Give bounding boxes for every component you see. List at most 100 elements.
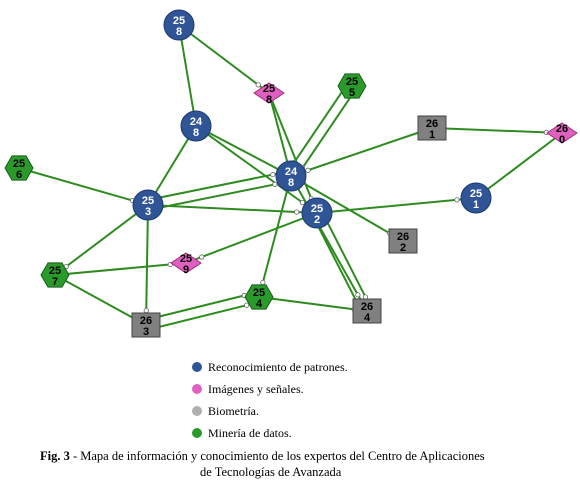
edge-263-254	[146, 300, 261, 331]
imagenes-node-diamond	[546, 122, 578, 144]
node-label-bottom: 1	[473, 199, 479, 211]
node-label-top: 25	[263, 83, 275, 95]
edge-253-257	[54, 204, 149, 276]
caption-line-2: de Tecnologías de Avanzada	[200, 465, 342, 479]
edge-260-251	[475, 132, 563, 199]
legend-label-patrones: Reconocimiento de patrones.	[208, 360, 348, 374]
edge-257-259	[54, 262, 187, 276]
node-mineria-254: 254	[244, 284, 274, 310]
mineria-node-hexagon	[337, 73, 367, 99]
edge-253-248c	[148, 179, 293, 211]
node-label-top: 25	[13, 158, 25, 170]
node-label-top: 25	[346, 76, 358, 88]
edge-258a-248b	[178, 24, 197, 127]
node-label-bottom: 0	[559, 134, 565, 146]
legend-marker-mineria	[192, 428, 202, 438]
edge-endpoint	[305, 167, 311, 173]
node-label-top: 25	[470, 188, 482, 200]
patrones-node-circle	[163, 9, 195, 41]
node-label-top: 26	[426, 118, 438, 130]
node-label-top: 25	[253, 287, 265, 299]
biometria-node-square	[352, 298, 382, 324]
node-biometria-263: 263	[131, 312, 161, 338]
node-biometria-262: 262	[388, 228, 418, 254]
node-label-bottom: 8	[288, 177, 294, 189]
node-label-top: 25	[142, 195, 154, 207]
node-label-top: 26	[397, 231, 409, 243]
edge-endpoint	[294, 209, 300, 215]
edge-261-260	[431, 127, 563, 134]
legend-label-imagenes: Imágenes y señales.	[208, 382, 304, 396]
edge-endpoint	[143, 307, 149, 314]
edge-endpoint	[355, 292, 361, 298]
node-label-bottom: 1	[429, 129, 435, 141]
node-label-bottom: 7	[52, 276, 58, 288]
patrones-node-circle	[301, 197, 333, 229]
edge-248b-248c	[195, 125, 292, 177]
node-label-bottom: 8	[266, 94, 272, 106]
node-patrones-248: 248	[275, 160, 307, 192]
node-label-bottom: 4	[256, 298, 263, 310]
node-label-bottom: 2	[400, 242, 406, 254]
edge-253-252	[147, 204, 318, 214]
node-patrones-251: 251	[460, 182, 492, 214]
edge-endpoint	[199, 254, 205, 260]
legend-marker-imagenes	[192, 384, 202, 394]
patrones-node-circle	[132, 189, 164, 221]
node-label-top: 25	[311, 203, 323, 215]
edge-258a-258p	[178, 24, 270, 94]
edge-253-263	[145, 204, 149, 326]
legend-label-biometria: Biometría.	[208, 404, 259, 418]
edge-248b-252	[195, 125, 318, 214]
imagenes-node-diamond	[170, 252, 202, 274]
edge-257-263	[54, 274, 147, 326]
node-imagenes-259: 259	[170, 252, 202, 276]
node-label-bottom: 9	[183, 264, 189, 276]
biometria-node-square	[417, 115, 447, 141]
mineria-node-hexagon	[244, 284, 274, 310]
edge-endpoint	[272, 181, 278, 187]
node-mineria-256: 256	[4, 155, 34, 181]
patrones-node-circle	[275, 160, 307, 192]
node-label-top: 26	[361, 301, 373, 313]
figure-caption: Fig. 3 - Mapa de información y conocimie…	[40, 448, 560, 480]
node-biometria-261: 261	[417, 115, 447, 141]
node-label-bottom: 5	[349, 87, 355, 99]
node-patrones-253: 253	[132, 189, 164, 221]
node-label-top: 25	[49, 265, 61, 277]
caption-line-1: Fig. 3 - Mapa de información y conocimie…	[40, 448, 560, 464]
edge-endpoint	[454, 197, 460, 203]
node-patrones-248: 248	[180, 110, 212, 142]
edge-252-251	[316, 197, 477, 214]
node-imagenes-258: 258	[253, 82, 285, 106]
biometria-node-square	[388, 228, 418, 254]
node-biometria-264: 264	[352, 298, 382, 324]
biometria-node-square	[131, 312, 161, 338]
legend-label-mineria: Minería de datos.	[208, 426, 292, 440]
edge-248c-254	[258, 175, 292, 298]
caption-text: - Mapa de información y conocimiento de …	[69, 449, 485, 463]
mineria-node-hexagon	[4, 155, 34, 181]
edge-endpoint	[260, 279, 266, 286]
patrones-node-circle	[180, 110, 212, 142]
imagenes-node-diamond	[253, 82, 285, 104]
edge-endpoint	[270, 171, 276, 178]
node-label-top: 25	[173, 15, 185, 27]
node-label-top: 26	[140, 315, 152, 327]
edge-258p-252	[268, 92, 318, 214]
node-label-bottom: 8	[176, 26, 182, 38]
edge-254-264	[258, 296, 368, 312]
node-patrones-258: 258	[163, 9, 195, 41]
node-mineria-257: 257	[40, 262, 70, 288]
caption-label: Fig. 3	[40, 449, 70, 463]
edge-255-248c	[286, 82, 349, 174]
edge-252-264	[311, 214, 364, 314]
node-imagenes-260: 260	[546, 122, 578, 146]
node-mineria-255: 255	[337, 73, 367, 99]
edge-252-259	[185, 212, 318, 264]
edge-263-254	[144, 291, 259, 322]
node-label-top: 25	[180, 253, 192, 265]
node-patrones-252: 252	[301, 197, 333, 229]
edge-endpoint	[255, 82, 261, 88]
